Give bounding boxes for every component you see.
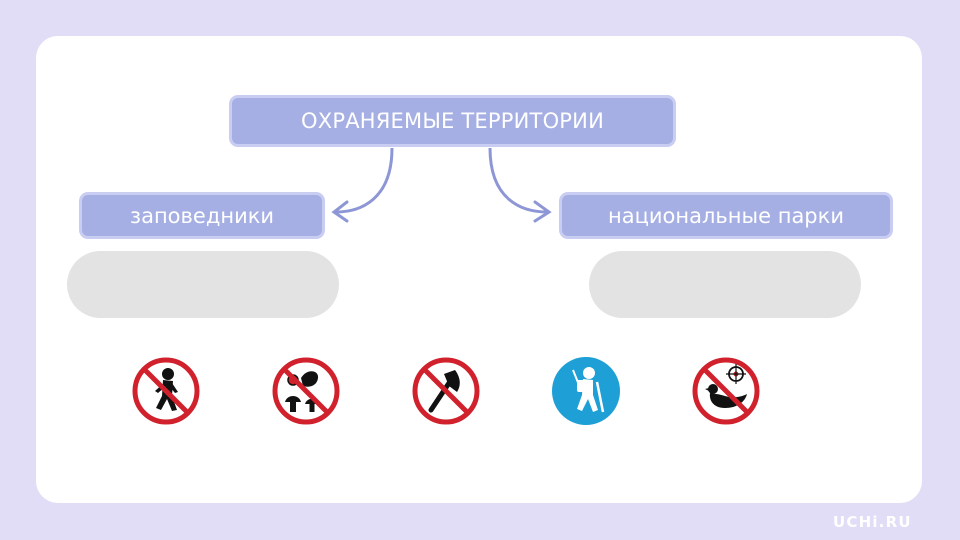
no-walking-child-icon[interactable] [131,356,201,426]
branch-label-left: заповедники [79,192,325,239]
arrowhead-left [331,200,349,223]
hiking-child-icon[interactable] [551,356,621,426]
answer-field-left[interactable] [67,251,339,318]
answer-field-right[interactable] [589,251,861,318]
branch-label-right: национальные парки [559,192,893,239]
arrow-left [335,147,394,214]
arrowhead-right [533,200,552,223]
no-hunting-duck-icon[interactable] [691,356,761,426]
arrow-right [488,147,548,214]
no-picking-plants-mushrooms-icon[interactable] [271,356,341,426]
diagram-title: ОХРАНЯЕМЫЕ ТЕРРИТОРИИ [229,95,676,147]
uchi-ru-logo: UCHi.RU [833,513,912,531]
no-axe-icon[interactable] [411,356,481,426]
